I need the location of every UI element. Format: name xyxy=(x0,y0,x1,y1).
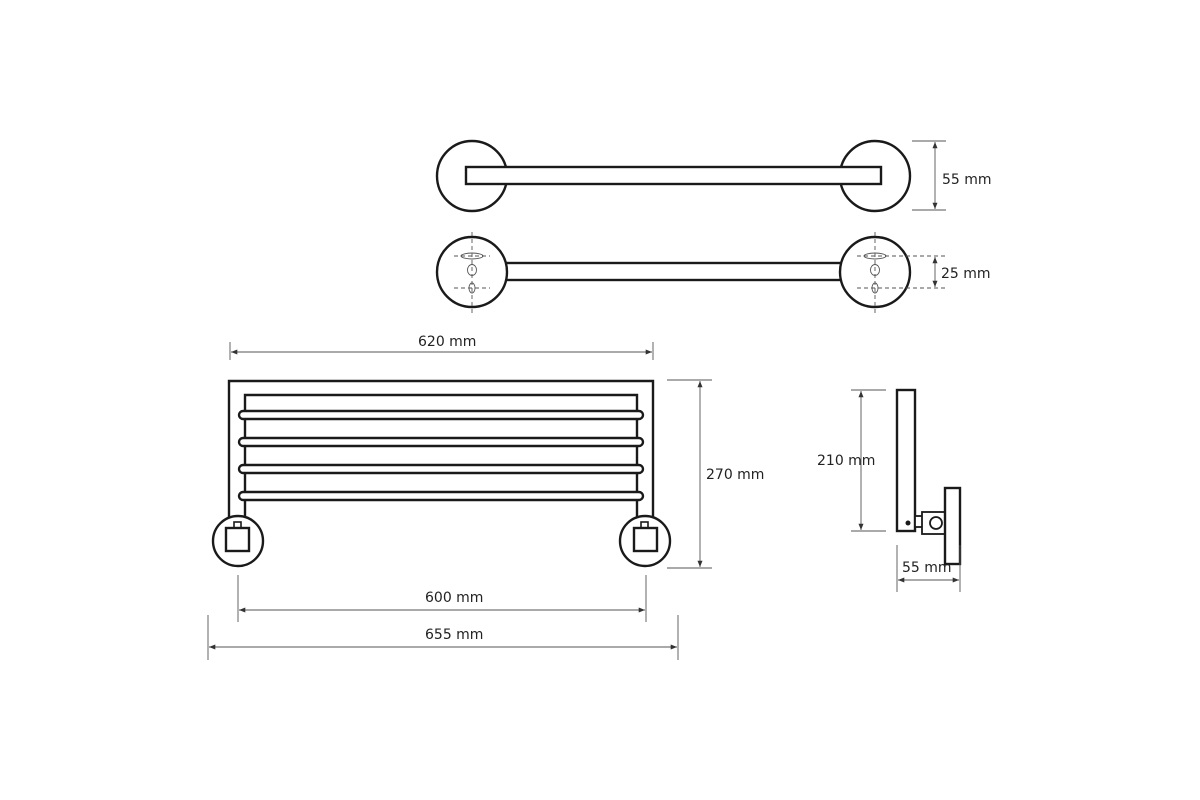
side-shelf-profile xyxy=(895,388,917,533)
shelf-rail-3 xyxy=(237,463,645,475)
dim-total-height: 270 mm xyxy=(706,467,764,483)
right-foot-block xyxy=(632,526,659,553)
rail-bar xyxy=(503,261,844,282)
shelf-rail-4 xyxy=(237,490,645,502)
top-bar xyxy=(464,165,883,186)
mount-view: 25 mm xyxy=(435,232,991,313)
left-foot-block xyxy=(224,526,251,553)
dim-frame-width: 620 mm xyxy=(418,334,476,350)
top-view: 55 mm xyxy=(435,139,992,213)
right-mount-plate xyxy=(838,235,912,309)
right-screw-holes xyxy=(857,232,945,313)
left-mount-plate xyxy=(435,235,509,309)
shelf-rail-1 xyxy=(237,409,645,421)
dim-side-height: 210 mm xyxy=(817,453,875,469)
dim-hole-spacing: 25 mm xyxy=(941,266,991,282)
dim-inner-width: 600 mm xyxy=(425,590,483,606)
shelf-rail-2 xyxy=(237,436,645,448)
dim-overall-width: 655 mm xyxy=(425,627,483,643)
side-view: 210 mm 55 mm xyxy=(817,388,962,592)
front-view: 620 mm 270 mm 600 mm 655 mm xyxy=(207,334,764,660)
left-screw-holes xyxy=(454,232,490,313)
side-wall-plate xyxy=(943,486,962,566)
dim-depth: 55 mm xyxy=(902,560,952,576)
dim-top-height: 55 mm xyxy=(942,172,992,188)
